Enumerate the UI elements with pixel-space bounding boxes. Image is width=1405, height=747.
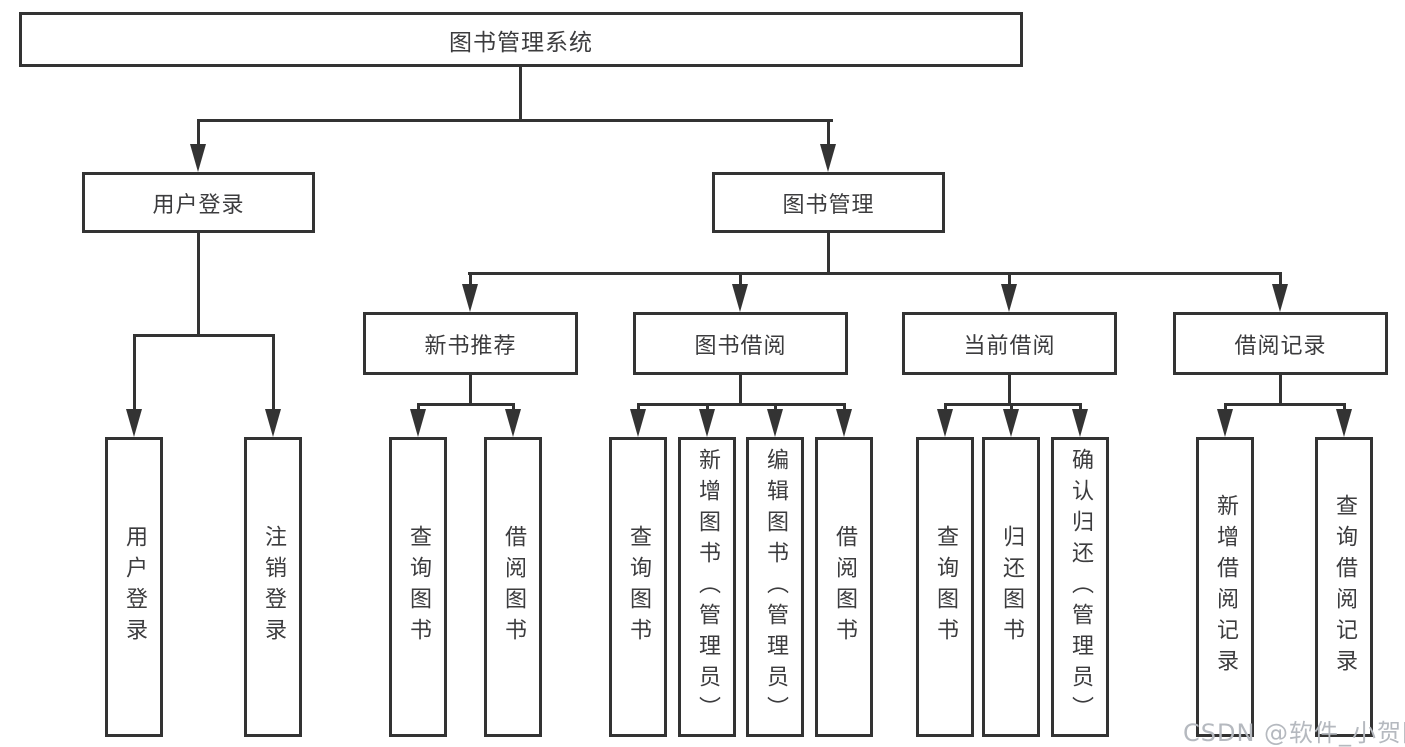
leaf-query-borrow-record: 查询借阅记录 [1315,437,1373,737]
leaf-query-books: 查询图书 [389,437,447,737]
connector-stem [1343,403,1346,412]
arrow-down-icon [265,409,281,437]
connector-book-borrow-feed-line [739,375,742,406]
connector-stem [739,272,742,286]
leaf-confirm-return-admin: 确认归还（管理员） [1051,437,1109,737]
connector-stem [417,403,420,412]
node-new-book-recommend: 新书推荐 [363,312,578,375]
node-label: 编辑图书（管理员） [763,447,788,727]
node-label: 查询借阅记录 [1332,494,1357,680]
leaf-query-books: 查询图书 [916,437,974,737]
connector-stem [843,403,846,412]
arrow-down-icon [767,409,783,437]
arrow-down-icon [126,409,142,437]
connector-new-book-feed-line [469,375,472,406]
node-label: 用户登录 [122,525,147,649]
node-label: 借阅图书 [501,525,526,649]
node-label: 用户登录 [152,192,245,218]
leaf-query-books: 查询图书 [609,437,667,737]
connector-stem [133,334,136,411]
node-label: 借阅记录 [1234,333,1327,359]
connector-stem [512,403,515,412]
arrow-down-icon [732,284,748,312]
connector-stem-user-login [197,119,200,146]
leaf-logout: 注销登录 [244,437,302,737]
arrow-down-icon [462,284,478,312]
arrow-down-icon [630,409,646,437]
node-label: 借阅图书 [832,525,857,649]
node-label: 新增借阅记录 [1213,494,1238,680]
node-book-management: 图书管理 [712,172,945,233]
arrow-down-icon [1217,409,1233,437]
node-label: 查询图书 [626,525,651,649]
arrow-down-icon [1003,409,1019,437]
connector-stem [1079,403,1082,412]
leaf-edit-books-admin: 编辑图书（管理员） [746,437,804,737]
node-label: 归还图书 [999,525,1024,649]
leaf-user-login: 用户登录 [105,437,163,737]
node-current-borrow: 当前借阅 [902,312,1117,375]
arrow-down-icon [1072,409,1088,437]
connector-stem [1279,272,1282,286]
leaf-borrow-books: 借阅图书 [484,437,542,737]
connector-user-login-branch-line [133,334,275,337]
arrow-down-icon [820,144,836,172]
node-label: 注销登录 [261,525,286,649]
arrow-down-icon [937,409,953,437]
node-label: 图书借阅 [694,333,787,359]
connector-book-management-feed-line [827,233,830,275]
arrow-down-icon [836,409,852,437]
leaf-return-books: 归还图书 [982,437,1040,737]
arrow-down-icon [1336,409,1352,437]
node-label: 图书管理 [782,192,875,218]
connector-stem [1224,403,1227,412]
node-label: 新书推荐 [424,333,517,359]
node-borrow-records: 借阅记录 [1173,312,1388,375]
connector-stem [272,334,275,411]
node-book-borrow: 图书借阅 [633,312,848,375]
arrow-down-icon [190,144,206,172]
arrow-down-icon [699,409,715,437]
connector-current-borrow-branch-line [944,403,1082,406]
connector-root-feed-line [519,67,522,122]
connector-stem [1008,272,1011,286]
connector-stem [774,403,777,412]
connector-user-login-feed-line [197,233,200,337]
connector-stem [706,403,709,412]
connector-borrow-records-branch-line [1224,403,1346,406]
connector-new-book-branch-line [417,403,515,406]
connector-current-borrow-feed-line [1008,375,1011,406]
connector-stem [469,272,472,286]
leaf-add-books-admin: 新增图书（管理员） [678,437,736,737]
arrow-down-icon [1001,284,1017,312]
node-user-login: 用户登录 [82,172,315,233]
connector-borrow-records-feed-line [1279,375,1282,406]
connector-stem [1010,403,1013,412]
node-label: 查询图书 [406,525,431,649]
csdn-watermark: CSDN @软件_小贺同学 [1183,719,1405,747]
node-label: 查询图书 [933,525,958,649]
connector-book-borrow-branch-line [637,403,846,406]
arrow-down-icon [505,409,521,437]
leaf-add-borrow-record: 新增借阅记录 [1196,437,1254,737]
leaf-borrow-books: 借阅图书 [815,437,873,737]
connector-stem [944,403,947,412]
node-label: 图书管理系统 [449,29,593,56]
connector-stem [637,403,640,412]
connector-root-branch-line [197,119,833,122]
node-label: 确认归还（管理员） [1068,447,1093,727]
connector-stem-book-management [827,119,830,146]
node-label: 新增图书（管理员） [695,447,720,727]
arrow-down-icon [410,409,426,437]
node-library-management-system: 图书管理系统 [19,12,1023,67]
connector-book-management-branch-line [468,272,1282,275]
node-label: 当前借阅 [963,333,1056,359]
arrow-down-icon [1272,284,1288,312]
